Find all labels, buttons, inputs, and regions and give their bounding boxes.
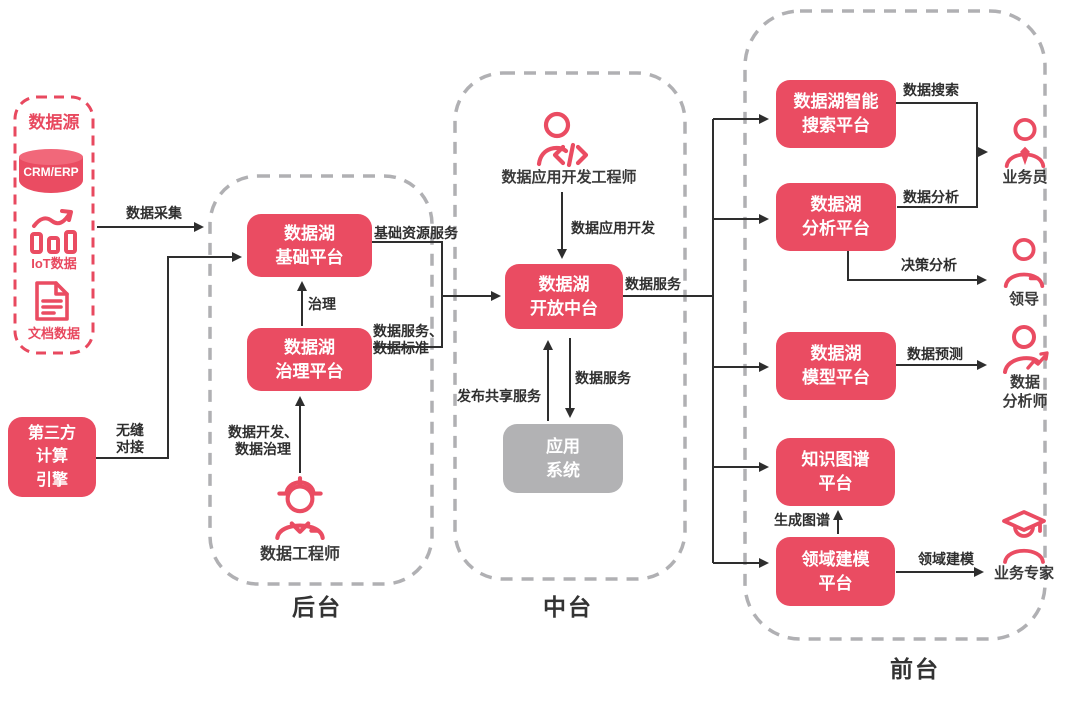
leader-icon bbox=[1003, 237, 1045, 288]
edge-label-data-service-right: 数据服务 bbox=[625, 276, 681, 292]
node-governance-platform: 数据湖 治理平台 bbox=[247, 328, 372, 391]
edge-label-dev-governance: 数据开发、 数据治理 bbox=[228, 424, 298, 458]
edge-label-publish-share: 发布共享服务 bbox=[457, 388, 541, 404]
edge-label-generate-graph: 生成图谱 bbox=[774, 512, 830, 528]
node-model-platform: 数据湖 模型平台 bbox=[776, 332, 896, 400]
edge-label-domain-modeling: 领域建模 bbox=[918, 551, 974, 567]
crm-erp-cylinder: CRM/ERP bbox=[19, 149, 83, 194]
node-kg-platform: 知识图谱 平台 bbox=[776, 438, 895, 506]
edge-label-data-service-down: 数据服务 bbox=[575, 370, 631, 386]
frontstage-container-border bbox=[743, 9, 1047, 641]
node-base-platform: 数据湖 基础平台 bbox=[247, 214, 372, 277]
crm-erp-label: CRM/ERP bbox=[23, 165, 79, 179]
node-search-platform: 数据湖智能 搜索平台 bbox=[776, 80, 896, 148]
edge-label-seamless-connect: 无缝 对接 bbox=[116, 422, 144, 456]
label-salesperson: 业务员 bbox=[1002, 169, 1048, 186]
datasource-title: 数据源 bbox=[28, 113, 80, 132]
edge-label-data-predict: 数据预测 bbox=[907, 346, 963, 362]
node-analysis-platform: 数据湖 分析平台 bbox=[776, 183, 896, 251]
edge-label-data-analysis: 数据分析 bbox=[903, 189, 959, 205]
document-icon bbox=[35, 281, 69, 321]
midstage-container-border bbox=[453, 71, 687, 581]
label-leader: 领导 bbox=[1008, 291, 1039, 308]
node-app-system: 应用 系统 bbox=[503, 424, 623, 493]
section-label-frontstage: 前台 bbox=[890, 656, 940, 682]
edge-label-governance: 治理 bbox=[308, 296, 336, 312]
node-domain-platform: 领域建模 平台 bbox=[776, 537, 895, 606]
node-third-party-engine: 第三方 计算 引擎 bbox=[8, 417, 96, 497]
iot-data-label: IoT数据 bbox=[31, 256, 77, 271]
label-business-expert: 业务专家 bbox=[993, 565, 1054, 582]
edge-label-basic-resource: 基础资源服务 bbox=[374, 225, 458, 241]
edge-backstage-merge bbox=[372, 241, 443, 348]
backstage-container-border bbox=[208, 174, 434, 586]
business-expert-icon bbox=[1002, 510, 1046, 564]
app-dev-engineer-icon bbox=[536, 111, 589, 168]
data-engineer-icon bbox=[275, 476, 325, 540]
node-open-platform: 数据湖 开放中台 bbox=[505, 264, 623, 329]
edge-decision-analysis bbox=[847, 251, 987, 285]
edge-label-data-collection: 数据采集 bbox=[126, 205, 182, 221]
data-analyst-icon bbox=[1003, 325, 1049, 374]
label-app-dev-engineer: 数据应用开发工程师 bbox=[501, 169, 637, 186]
iot-data-icon bbox=[30, 209, 77, 254]
section-label-backstage: 后台 bbox=[292, 594, 342, 620]
datasource-container-border bbox=[13, 95, 95, 355]
document-data-label: 文档数据 bbox=[27, 326, 80, 341]
edge-label-decision-analysis: 决策分析 bbox=[901, 257, 957, 273]
label-data-engineer: 数据工程师 bbox=[259, 546, 340, 563]
edge-label-data-service-standard: 数据服务、 数据标准 bbox=[373, 323, 443, 357]
edge-label-data-search: 数据搜索 bbox=[903, 82, 959, 98]
edge-search-analysis-merge bbox=[896, 102, 978, 208]
cylinder-top bbox=[19, 149, 83, 165]
edge-label-data-app-dev: 数据应用开发 bbox=[571, 220, 655, 236]
section-label-midstage: 中台 bbox=[543, 594, 593, 620]
label-data-analyst: 数据 分析师 bbox=[1002, 374, 1048, 410]
edge-seamless-connect bbox=[96, 252, 242, 459]
salesperson-icon bbox=[1004, 117, 1046, 168]
